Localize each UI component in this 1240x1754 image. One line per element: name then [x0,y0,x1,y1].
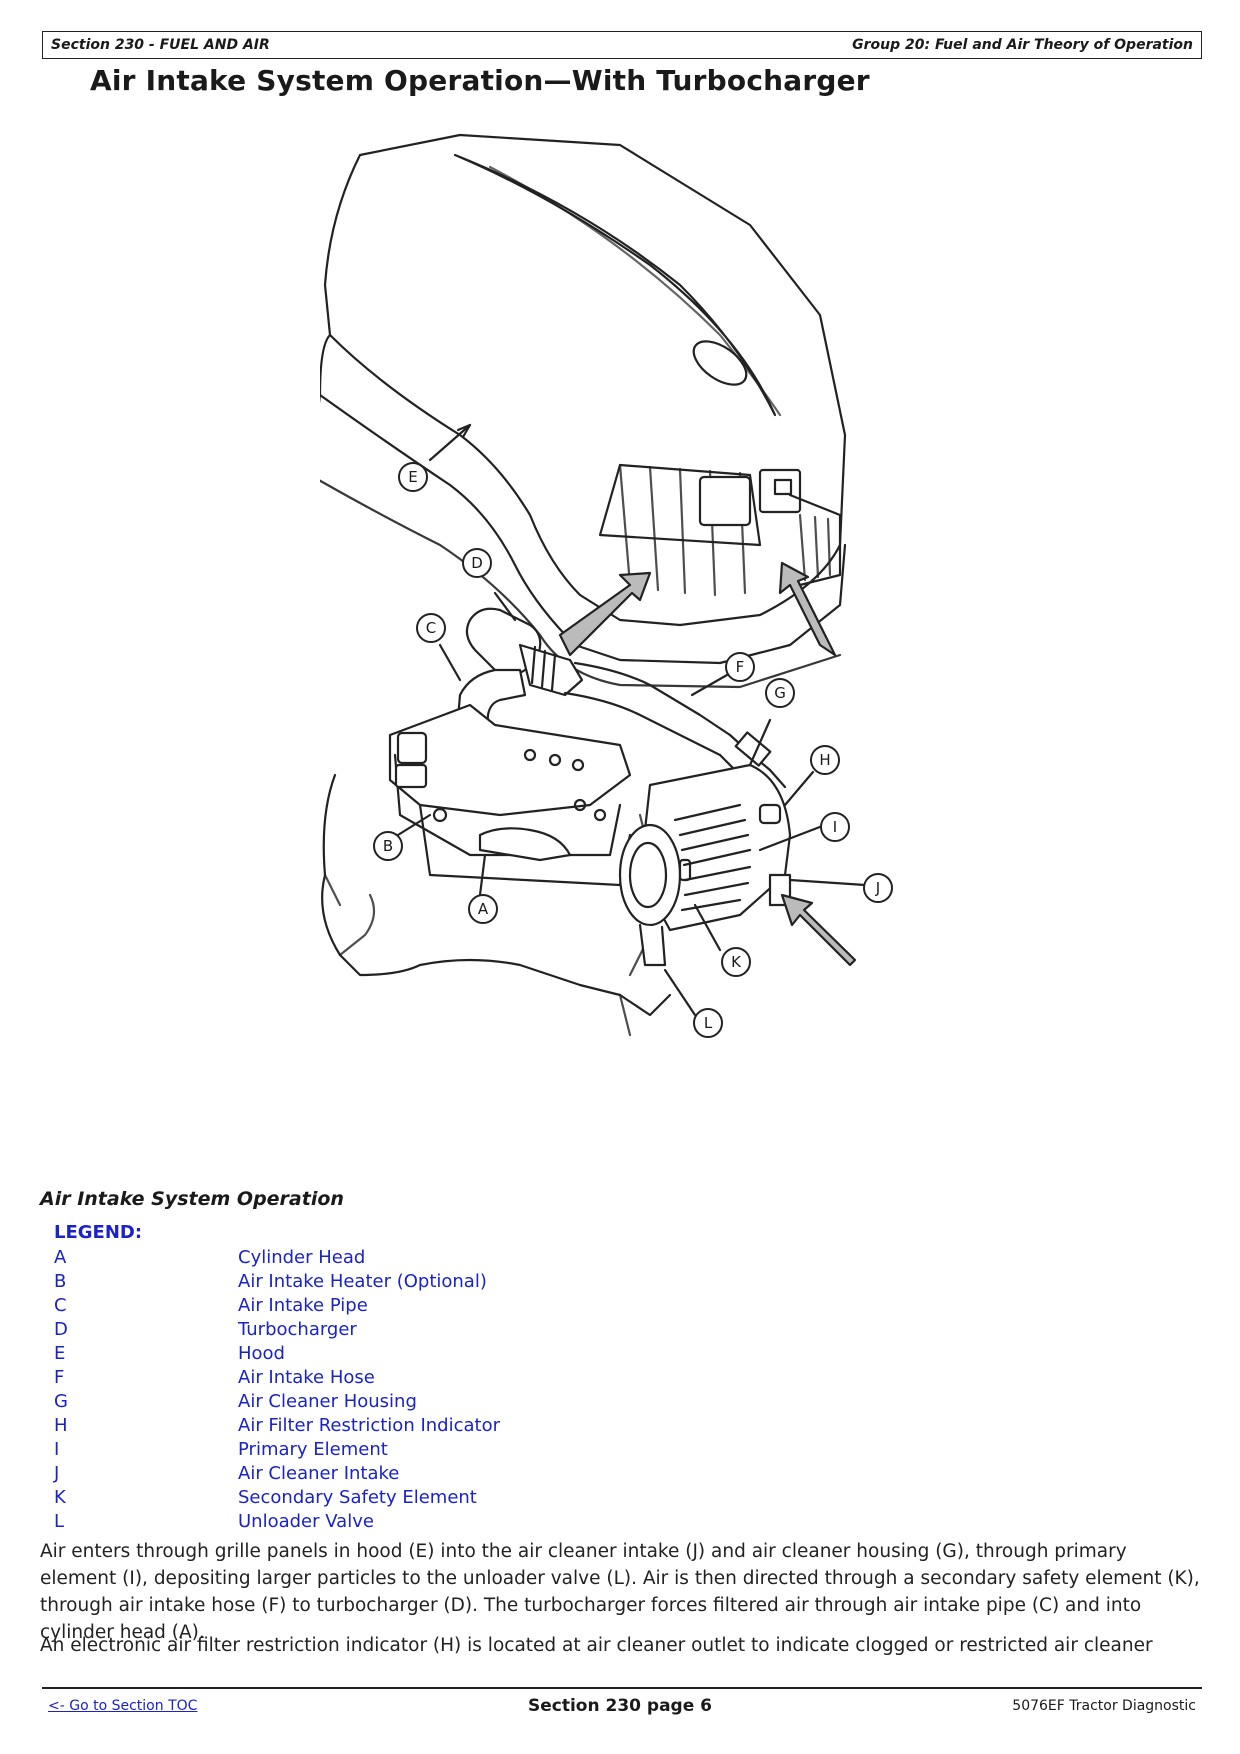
legend-key: D [54,1319,68,1340]
legend-label[interactable]: Hood [238,1343,285,1364]
go-to-section-toc-link[interactable]: <- Go to Section TOC [48,1698,198,1714]
callout-a: A [468,894,498,924]
footer-document-title: 5076EF Tractor Diagnostic [1012,1698,1196,1714]
air-cleaner-drawing [618,763,792,967]
legend-key: E [54,1343,66,1364]
callout-g: G [765,678,795,708]
legend-label[interactable]: Primary Element [238,1439,388,1460]
callout-k: K [721,947,751,977]
legend-label[interactable]: Air Cleaner Intake [238,1463,400,1484]
hood-drawing [308,133,847,689]
footer-divider [42,1687,1202,1689]
legend-label[interactable]: Air Filter Restriction Indicator [238,1415,500,1436]
legend-label[interactable]: Air Intake Pipe [238,1295,368,1316]
legend-key: J [54,1463,60,1484]
diagram-drawing [308,133,867,1037]
legend-label[interactable]: Air Intake Heater (Optional) [238,1271,487,1292]
legend-key: F [54,1367,65,1388]
footer-page-number: Section 230 page 6 [528,1696,712,1716]
legend-item: D Turbocharger [54,1319,754,1343]
callout-h: H [810,745,840,775]
legend-key: A [54,1247,67,1268]
legend-key: I [54,1439,60,1460]
air-flow-arrow-left [558,571,652,657]
legend-item: F Air Intake Hose [54,1367,754,1391]
air-flow-arrow-right [778,561,837,657]
legend-title: LEGEND: [54,1222,143,1243]
legend-item: L Unloader Valve [54,1511,754,1535]
legend-key: C [54,1295,67,1316]
callout-j: J [863,873,893,903]
legend-label[interactable]: Cylinder Head [238,1247,366,1268]
legend-key: H [54,1415,68,1436]
turbocharger-drawing [465,607,732,757]
legend-key: G [54,1391,68,1412]
callout-d: D [462,548,492,578]
legend-item: A Cylinder Head [54,1247,754,1271]
legend-item: G Air Cleaner Housing [54,1391,754,1415]
legend-key: L [54,1511,65,1532]
legend-item: H Air Filter Restriction Indicator [54,1415,754,1439]
legend-item: I Primary Element [54,1439,754,1463]
callout-b: B [373,831,403,861]
figure-caption: Air Intake System Operation [40,1188,344,1210]
callout-f: F [725,652,755,682]
callout-l: L [693,1008,723,1038]
legend-key: B [54,1271,67,1292]
legend-item: K Secondary Safety Element [54,1487,754,1511]
legend-item: J Air Cleaner Intake [54,1463,754,1487]
callout-e: E [398,462,428,492]
air-intake-diagram: E D C F G H I J K B A L [308,115,1000,1165]
callout-c: C [416,613,446,643]
page-header: Section 230 - FUEL AND AIR Group 20: Fue… [42,31,1202,59]
legend-item: E Hood [54,1343,754,1367]
legend-label[interactable]: Air Cleaner Housing [238,1391,417,1412]
legend-item: B Air Intake Heater (Optional) [54,1271,754,1295]
legend-label[interactable]: Secondary Safety Element [238,1487,477,1508]
air-flow-arrow-cleaner [780,893,857,967]
body-paragraph-2: An electronic air filter restriction ind… [40,1635,1153,1656]
header-group: Group 20: Fuel and Air Theory of Operati… [852,37,1193,53]
body-paragraph-1: Air enters through grille panels in hood… [40,1541,1200,1643]
legend-list: A Cylinder Head B Air Intake Heater (Optio… [54,1247,754,1535]
legend-label[interactable]: Turbocharger [238,1319,357,1340]
legend-label[interactable]: Air Intake Hose [238,1367,375,1388]
header-section: Section 230 - FUEL AND AIR [51,37,270,53]
engine-block-drawing [321,703,672,1037]
legend-item: C Air Intake Pipe [54,1295,754,1319]
callout-i: I [820,812,850,842]
page-title: Air Intake System Operation—With Turboch… [90,64,870,97]
legend-key: K [54,1487,66,1508]
legend-label[interactable]: Unloader Valve [238,1511,374,1532]
